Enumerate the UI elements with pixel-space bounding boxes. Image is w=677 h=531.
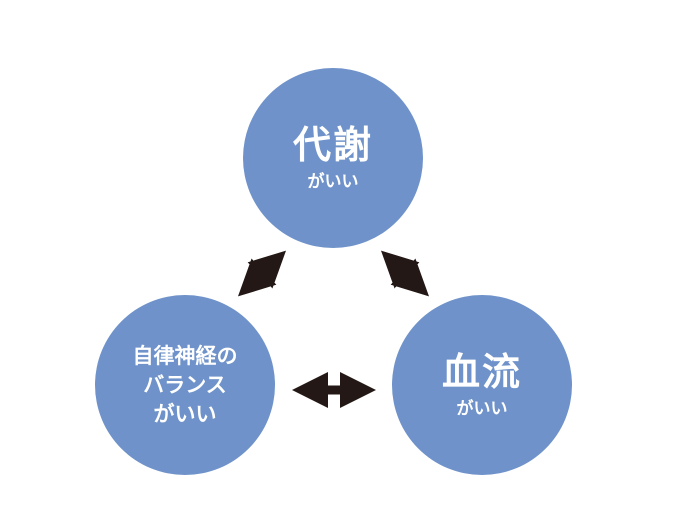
metabolism-circle: 代謝 がいい xyxy=(243,68,423,248)
blood-flow-title: 血流 xyxy=(441,350,522,394)
blood-flow-sub: がいい xyxy=(456,399,508,419)
autonomic-line2: バランス xyxy=(143,372,227,397)
autonomic-line3: がいい xyxy=(153,401,217,426)
blood-flow-circle: 血流 がいい xyxy=(392,295,572,475)
metabolism-title: 代謝 xyxy=(292,123,373,167)
autonomic-line1: 自律神経の xyxy=(132,343,238,368)
autonomic-nerve-circle: 自律神経の バランス がいい xyxy=(95,295,275,475)
metabolism-sub: がいい xyxy=(307,172,359,192)
arrow-top-left xyxy=(237,250,287,297)
arrow-top-right xyxy=(380,250,430,297)
